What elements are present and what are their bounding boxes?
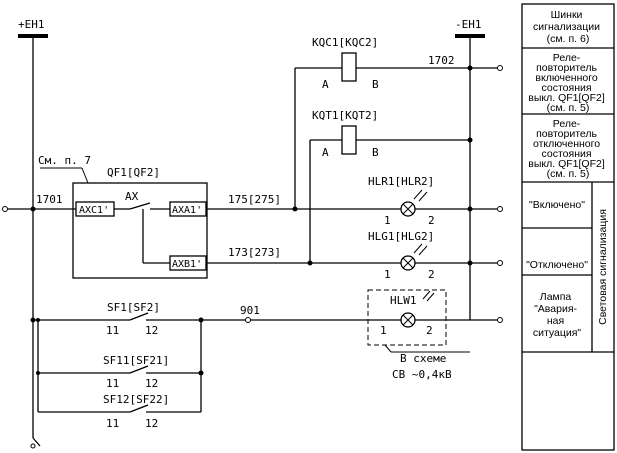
minus-bus-label: -EH1: [455, 18, 482, 31]
lamp-hlg-p1: 1: [384, 268, 391, 281]
legend-on: "Включено": [529, 199, 585, 211]
plus-bus-label: +EH1: [18, 18, 45, 31]
relay-kqc: KQC1[KQC2] A B 1702: [294, 36, 503, 208]
lamp-hlw-note1: В схеме: [400, 352, 446, 365]
legend-relay-off: Реле- повторитель отключенного состояния…: [528, 118, 607, 180]
switch-sf12-name: SF12[SF22]: [103, 393, 169, 406]
breaker-name: QF1[QF2]: [107, 166, 160, 179]
lamp-hlw: HLW1 1 2 В схеме СВ ~0,4кВ: [367, 289, 503, 381]
breaker-axa: AXA1': [172, 205, 202, 216]
switch-sf1-p2: 12: [145, 324, 158, 337]
switch-sf11-p1: 11: [106, 377, 119, 390]
lamp-hlr-p1: 1: [384, 214, 391, 227]
legend-side-label: Световая сигнализация: [597, 209, 609, 325]
relay-kqc-name: KQC1[KQC2]: [312, 36, 378, 49]
legend-bus: Шинки сигнализации (см. п. 6): [533, 9, 603, 45]
switch-sf1-p1: 11: [106, 324, 119, 337]
lamp-hlw-p1: 1: [380, 324, 387, 337]
relay-kqt-b: B: [372, 146, 379, 159]
switch-sf12-p2: 12: [145, 417, 158, 430]
lamp-hlg: HLG1[HLG2] 1 2: [368, 230, 503, 281]
breaker-ref: См. п. 7: [38, 154, 91, 167]
lamp-hlw-name: HLW1: [390, 294, 417, 307]
legend-alarm-lamp: Лампа "Авария- ная ситуация": [533, 291, 582, 339]
lamp-hlw-p2: 2: [426, 324, 433, 337]
node-901-label: 901: [240, 304, 260, 317]
switch-sf1-name: SF1[SF2]: [107, 301, 160, 314]
lamp-hlr-p2: 2: [428, 214, 435, 227]
minus-bus: -EH1: [455, 18, 485, 38]
relay-kqt: KQT1[KQT2] A B: [309, 109, 473, 263]
legend-relay-on: Реле- повторитель включенного состояния …: [528, 52, 607, 114]
relay-kqc-b: B: [372, 78, 379, 91]
switch-sf11: SF11[SF21] 11 12: [36, 320, 204, 412]
node-1701-label: 1701: [36, 193, 63, 206]
relay-kqt-name: KQT1[KQT2]: [312, 109, 378, 122]
lamp-hlw-note2: СВ ~0,4кВ: [392, 368, 452, 381]
switch-sf12-p1: 11: [106, 417, 119, 430]
legend-table: Шинки сигнализации (см. п. 6) Реле- повт…: [521, 3, 615, 451]
switch-sf12: SF12[SF22] 11 12: [38, 320, 202, 430]
switch-sf11-name: SF11[SF21]: [103, 354, 169, 367]
lamp-hlr-name: HLR1[HLR2]: [368, 175, 434, 188]
terminal-1702: [497, 65, 503, 71]
breaker-axb: AXB1': [172, 259, 202, 270]
lamp-hlg-name: HLG1[HLG2]: [368, 230, 434, 243]
relay-kqc-a: A: [322, 78, 329, 91]
switch-sf1: SF1[SF2] 11 12 901: [30, 301, 401, 337]
lamp-hlg-p2: 2: [428, 268, 435, 281]
breaker-qf: См. п. 7 QF1[QF2] AX AXC1' AXA1' AXB1': [38, 154, 208, 279]
switch-sf11-p2: 12: [145, 377, 158, 390]
lamp-hlr: HLR1[HLR2] 1 2: [368, 175, 503, 227]
breaker-ax: AX: [125, 190, 139, 203]
relay-kqt-a: A: [322, 146, 329, 159]
node-175-label: 175[275]: [228, 193, 281, 206]
plus-bus: +EH1: [18, 18, 48, 38]
node-173-label: 173[273]: [228, 246, 281, 259]
node-1702-label: 1702: [428, 54, 455, 67]
legend-off: "Отключено": [526, 259, 588, 271]
terminal-1701: [2, 206, 8, 212]
breaker-axc: AXC1': [79, 205, 109, 216]
